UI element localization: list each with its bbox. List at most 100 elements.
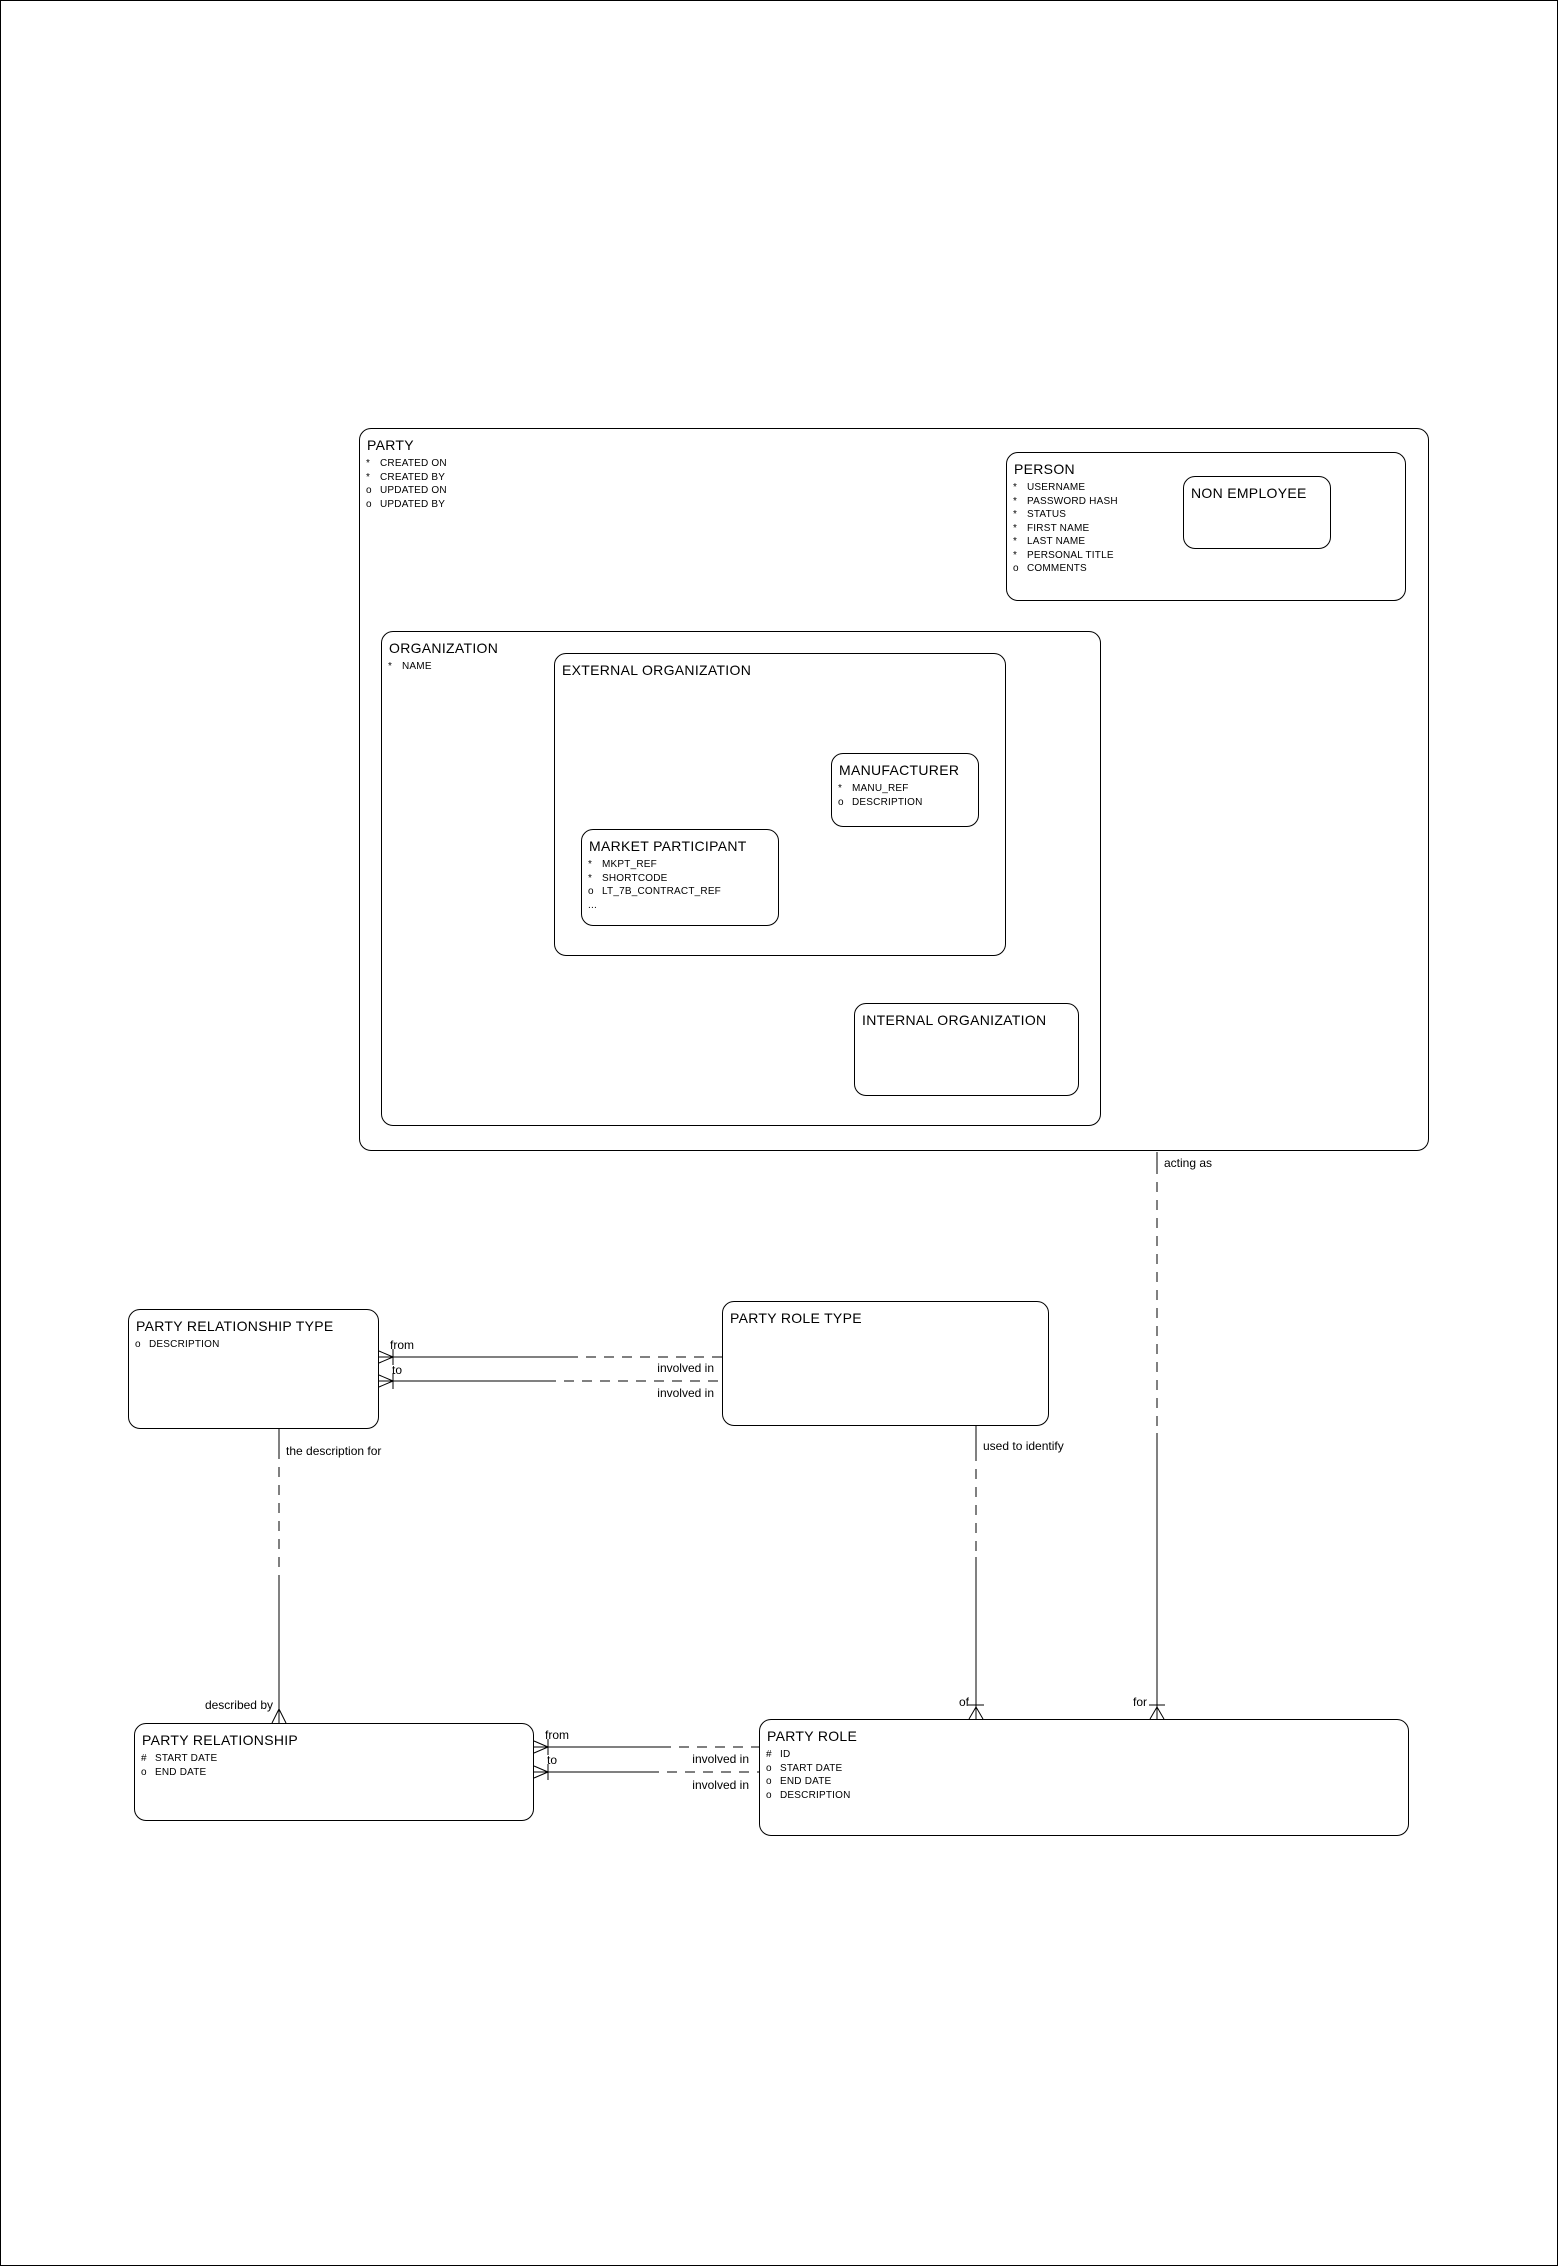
attribute-name: PERSONAL TITLE [1027, 549, 1114, 561]
attribute-flag: o [366, 485, 372, 496]
attribute-name: MANU_REF [852, 783, 909, 794]
entity-title: PARTY RELATIONSHIP [142, 1732, 299, 1748]
attribute-name: END DATE [780, 1776, 832, 1787]
attribute-name: DESCRIPTION [852, 796, 923, 808]
attribute-list: *USERNAME *PASSWORD HASH *STATUS *FIRST … [1007, 477, 1405, 576]
attribute-row: * CREATED ON [366, 457, 1428, 471]
attribute-flag: * [838, 783, 843, 794]
entity-market-participant[interactable]: MARKET PARTICIPANT *MKPT_REF *SHORTCODE … [581, 829, 779, 926]
attribute-flag: o [766, 1762, 772, 1774]
entity-title: MARKET PARTICIPANT [589, 838, 747, 854]
attribute-row: * LAST NAME [1013, 535, 1405, 549]
attribute-flag: * [588, 859, 593, 870]
attribute-flag: * [1013, 522, 1018, 534]
attribute-name: LAST NAME [1027, 536, 1086, 547]
entity-non-employee[interactable]: NON EMPLOYEE [1183, 476, 1331, 549]
attribute-flag: # [766, 1749, 772, 1760]
attribute-name: UPDATED BY [380, 498, 446, 510]
entity-title: PARTY ROLE TYPE [730, 1310, 862, 1326]
rel-label-for: for [1132, 1695, 1147, 1709]
entity-title: PERSON [1014, 461, 1075, 477]
attribute-row: * NAME [388, 660, 1100, 674]
attribute-flag: * [588, 872, 593, 884]
attribute-row: o COMMENTS [1013, 562, 1405, 576]
attribute-row: * MANU_REF [838, 782, 978, 796]
rel-label-type-involved-in-a: involved in [657, 1361, 714, 1375]
attribute-flag: o [838, 796, 844, 808]
attribute-row: o START DATE [766, 1762, 1408, 1776]
rel-line-type-to[interactable] [378, 1373, 722, 1389]
attribute-flag: * [366, 458, 371, 469]
attribute-name: PASSWORD HASH [1027, 495, 1118, 507]
rel-label-the-description-for: the description for [286, 1444, 382, 1458]
attribute-list: * MANU_REF o DESCRIPTION [832, 778, 978, 809]
rel-line-relationship-from[interactable] [533, 1739, 759, 1755]
attribute-row: *CREATED BY [366, 471, 1428, 485]
entity-title: ORGANIZATION [389, 640, 499, 656]
attribute-flag: * [388, 661, 393, 672]
rel-line-relationship-to[interactable] [533, 1764, 759, 1780]
rel-label-rel-involved-in-b: involved in [692, 1778, 749, 1792]
attribute-flag: o [366, 498, 372, 510]
attribute-row: ... [588, 899, 778, 913]
rel-label-rel-from: from [545, 1728, 569, 1742]
rel-line-party-relationship-type-party-relationship[interactable] [271, 1429, 287, 1724]
attribute-flag: * [1013, 495, 1018, 507]
attribute-name: COMMENTS [1027, 563, 1087, 574]
attribute-flag: * [1013, 482, 1018, 493]
attribute-flag: * [1013, 536, 1018, 547]
entity-title: NON EMPLOYEE [1191, 485, 1307, 501]
rel-label-type-involved-in-b: involved in [657, 1386, 714, 1400]
attribute-name: START DATE [780, 1762, 843, 1774]
attribute-name: STATUS [1027, 509, 1067, 520]
rel-line-party-acting-as-party-role[interactable] [1149, 1152, 1165, 1720]
entity-internal-organization[interactable]: INTERNAL ORGANIZATION [854, 1003, 1079, 1096]
attribute-row: * SHORTCODE [588, 872, 778, 886]
rel-label-used-to-identify: used to identify [983, 1439, 1064, 1453]
attribute-name: NAME [402, 661, 432, 672]
attribute-row: * FIRST NAME [1013, 522, 1405, 536]
attribute-row: * PASSWORD HASH [1013, 495, 1405, 509]
attribute-flag: # [141, 1753, 147, 1764]
rel-line-type-from[interactable] [378, 1349, 722, 1365]
entity-title: INTERNAL ORGANIZATION [862, 1012, 1047, 1028]
attribute-flag: ... [588, 899, 597, 911]
rel-label-of: of [958, 1695, 969, 1709]
attribute-name: SHORTCODE [602, 872, 668, 884]
entity-title: PARTY ROLE [767, 1728, 858, 1744]
rel-line-party-role-type-party-role[interactable] [968, 1426, 984, 1720]
attribute-name: START DATE [155, 1753, 218, 1764]
rel-label-described-by: described by [204, 1698, 273, 1712]
entity-title: EXTERNAL ORGANIZATION [562, 662, 752, 678]
entity-title: PARTY RELATIONSHIP TYPE [136, 1318, 334, 1334]
attribute-name: CREATED ON [380, 458, 447, 469]
attribute-row: *PERSONAL TITLE [1013, 549, 1405, 563]
rel-label-type-from: from [390, 1338, 414, 1352]
attribute-flag: o [1013, 563, 1019, 574]
rel-label-rel-involved-in-a: involved in [692, 1752, 749, 1766]
attribute-name: FIRST NAME [1027, 522, 1090, 534]
attribute-flag: * [366, 471, 371, 483]
attribute-name: DESCRIPTION [780, 1789, 851, 1801]
attribute-row: o DESCRIPTION [838, 796, 978, 810]
attribute-flag: * [1013, 509, 1018, 520]
attribute-flag: o [141, 1766, 147, 1778]
entity-party-role-type[interactable]: PARTY ROLE TYPE [722, 1301, 1049, 1426]
attribute-name: ID [780, 1749, 791, 1760]
